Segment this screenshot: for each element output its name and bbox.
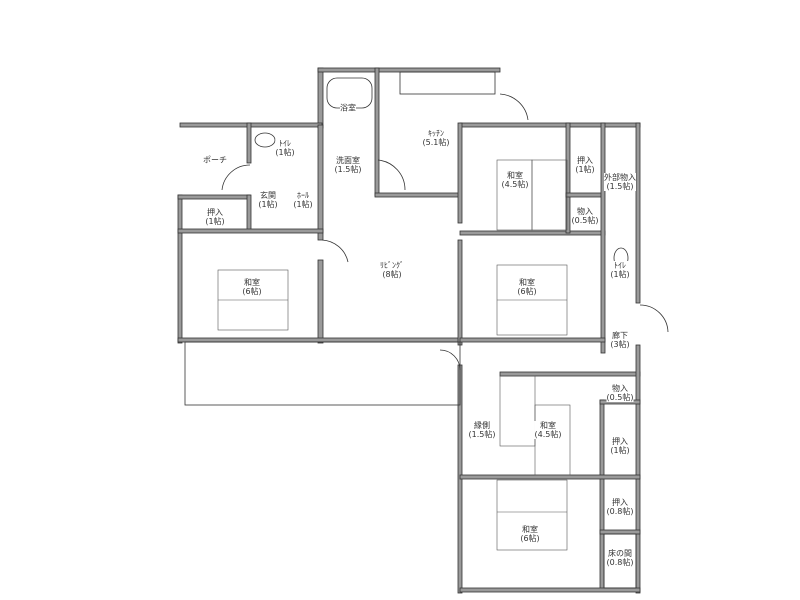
room-label-toilet-1: ﾄｲﾚ(1帖): [275, 139, 295, 157]
room-size: (0.5帖): [571, 216, 599, 225]
room-label-tokonoma: 床の間(0.8帖): [606, 549, 634, 567]
room-name: 押入: [612, 437, 628, 446]
room-name: ｷｯﾁﾝ: [428, 129, 444, 138]
room-name: 和室: [507, 171, 523, 180]
room-label-closet-left: 押入(1帖): [205, 208, 225, 226]
room-name: 縁側: [474, 421, 490, 430]
room-label-bath: 浴室: [340, 103, 356, 113]
room-label-corridor: 廊下(3帖): [610, 331, 630, 349]
room-name: 廊下: [612, 331, 628, 340]
room-label-washitsu-left: 和室(6帖): [242, 278, 262, 296]
room-size: (1.5帖): [468, 430, 496, 439]
room-size: (1帖): [275, 148, 295, 157]
room-name: 和室: [540, 421, 556, 430]
room-name: 物入: [612, 384, 628, 393]
room-name: 玄関: [260, 191, 276, 200]
room-label-washitsu-se: 和室(4.5帖): [534, 421, 562, 439]
room-label-closet-ne: 押入(1帖): [575, 156, 595, 174]
room-name: 外部物入: [604, 173, 636, 182]
room-size: (6帖): [242, 287, 262, 296]
room-name: 床の間: [608, 549, 632, 558]
room-size: (1.5帖): [606, 182, 634, 191]
room-name: 物入: [577, 207, 593, 216]
room-label-kitchen: ｷｯﾁﾝ(5.1帖): [422, 129, 450, 147]
room-name: 押入: [577, 156, 593, 165]
room-size: (1帖): [610, 446, 630, 455]
room-label-closet-se-2: 押入(0.8帖): [606, 498, 634, 516]
room-name: 浴室: [340, 103, 356, 113]
room-size: (1帖): [575, 165, 595, 174]
room-label-hall: ﾎｰﾙ(1帖): [293, 191, 313, 209]
walls: [177, 67, 641, 594]
room-name: 押入: [207, 208, 223, 217]
room-size: (0.5帖): [606, 393, 634, 402]
room-size: (6帖): [520, 534, 540, 543]
room-size: (8帖): [382, 270, 402, 279]
room-name: ﾎｰﾙ: [297, 191, 309, 200]
room-name: 和室: [519, 278, 535, 287]
room-name: 押入: [612, 498, 628, 507]
room-name: 和室: [244, 278, 260, 287]
room-name: ﾘﾋﾞﾝｸﾞ: [380, 261, 404, 270]
room-size: (5.1帖): [422, 138, 450, 147]
room-label-washitsu-ne: 和室(4.5帖): [501, 171, 529, 189]
room-label-washitsu-s: 和室(6帖): [520, 525, 540, 543]
room-size: (4.5帖): [501, 180, 529, 189]
room-name: 和室: [522, 525, 538, 534]
room-name: 洗面室: [336, 156, 360, 165]
room-name: ﾄｲﾚ: [279, 139, 291, 148]
room-label-washroom: 洗面室(1.5帖): [334, 156, 362, 174]
room-name: ポーチ: [203, 155, 227, 165]
room-size: (4.5帖): [534, 430, 562, 439]
room-size: (1帖): [258, 200, 278, 209]
thin-lines: [184, 71, 669, 589]
room-label-toilet-2: ﾄｲﾚ(1帖): [610, 261, 630, 279]
room-name: ﾄｲﾚ: [614, 261, 626, 270]
room-size: (0.8帖): [606, 558, 634, 567]
room-label-external-storage: 外部物入(1.5帖): [604, 173, 636, 191]
room-label-veranda: 縁側(1.5帖): [468, 421, 496, 439]
room-size: (1帖): [293, 200, 313, 209]
room-size: (3帖): [610, 340, 630, 349]
room-size: (0.8帖): [606, 507, 634, 516]
room-label-storage-se: 物入(0.5帖): [606, 384, 634, 402]
room-label-living: ﾘﾋﾞﾝｸﾞ(8帖): [380, 261, 404, 279]
room-label-closet-se-1: 押入(1帖): [610, 437, 630, 455]
room-size: (6帖): [517, 287, 537, 296]
room-label-storage-ne: 物入(0.5帖): [571, 207, 599, 225]
room-size: (1帖): [610, 270, 630, 279]
room-label-washitsu-e: 和室(6帖): [517, 278, 537, 296]
room-size: (1.5帖): [334, 165, 362, 174]
room-label-entrance: 玄関(1帖): [258, 191, 278, 209]
room-size: (1帖): [205, 217, 225, 226]
room-label-porch: ポーチ: [203, 155, 227, 165]
